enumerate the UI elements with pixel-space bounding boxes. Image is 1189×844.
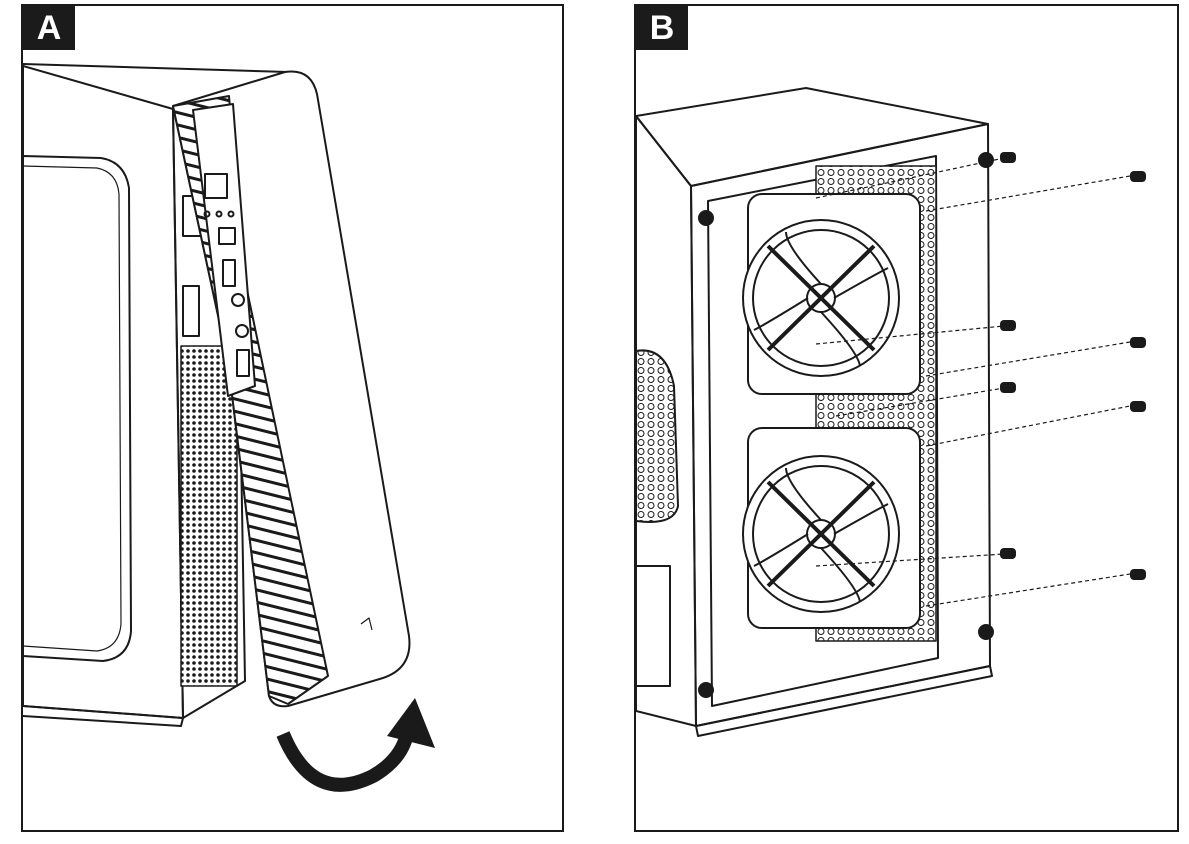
- screw-icon: [1000, 152, 1146, 580]
- fan-icon: [742, 427, 921, 629]
- panel-b: B: [634, 4, 1179, 832]
- case-front-mesh: [180, 345, 238, 687]
- curved-arrow-icon: [276, 698, 435, 792]
- fan-icon: [742, 193, 921, 395]
- logo-mark: [360, 617, 373, 631]
- front-fan-installation-illustration: [636, 87, 1146, 737]
- usb-port-1: [222, 259, 236, 287]
- panel-a-label: A: [23, 6, 75, 50]
- case-side-panel: [23, 65, 184, 719]
- panel-a: A: [21, 4, 564, 832]
- power-button: [204, 173, 228, 199]
- side-window: [23, 155, 132, 662]
- usb-port-2: [236, 349, 250, 377]
- audio-jack-1: [231, 293, 245, 307]
- reset-button: [218, 227, 236, 245]
- audio-jack-2: [235, 324, 249, 338]
- front-panel-removal-illustration: [23, 63, 435, 792]
- panel-b-label: B: [636, 6, 688, 50]
